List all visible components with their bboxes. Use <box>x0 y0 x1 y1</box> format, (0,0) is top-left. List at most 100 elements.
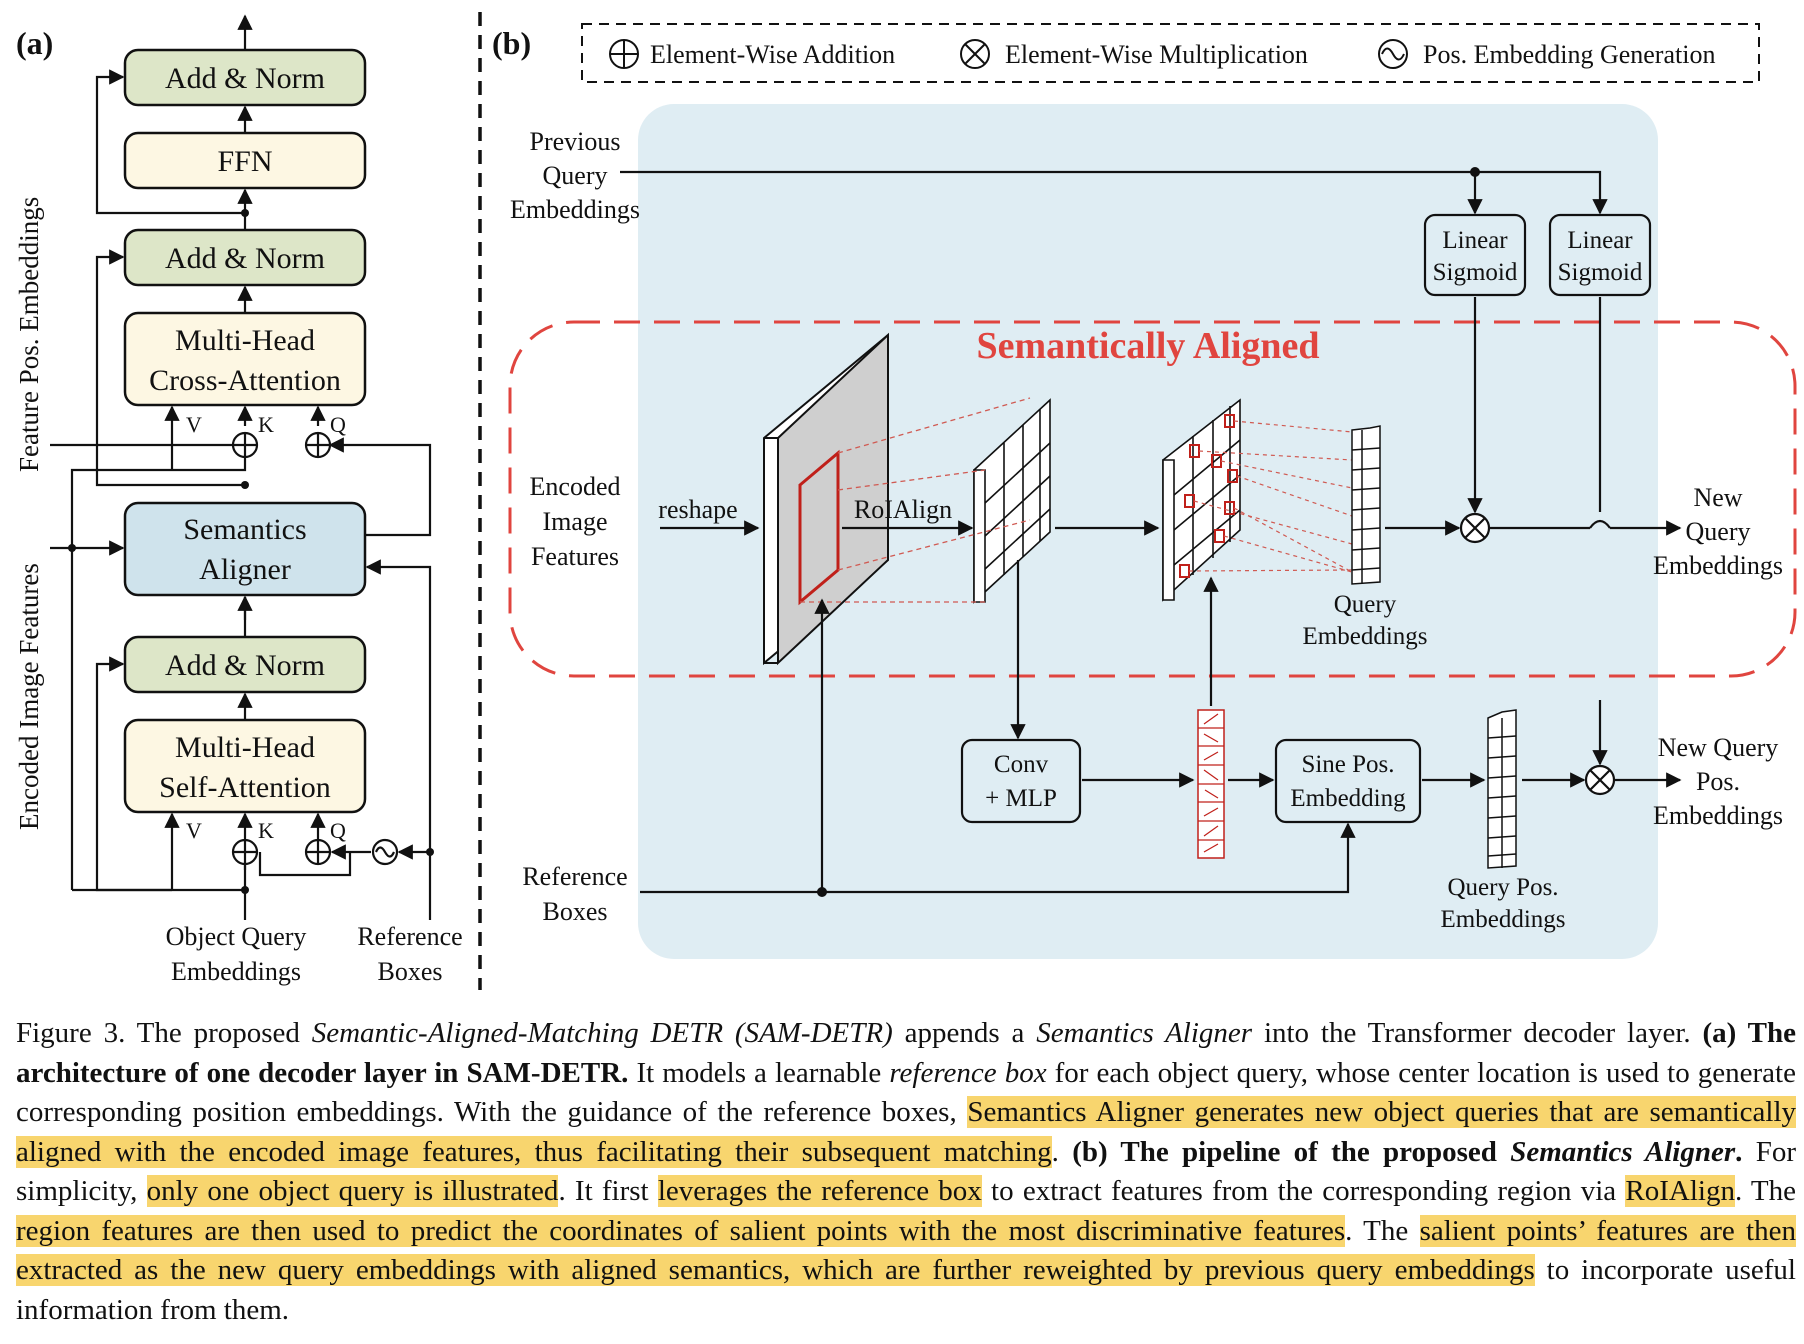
add-norm-mid-label: Add & Norm <box>165 242 325 275</box>
caption-part: . <box>1735 1135 1743 1168</box>
panel-a: (a) Feature Pos. Embeddings Encoded Imag… <box>14 14 463 986</box>
self-attention-label-2: Self-Attention <box>159 771 331 804</box>
sine-pos-embedding-box <box>1274 738 1422 824</box>
caption-part: It models a learnable <box>628 1056 890 1089</box>
caption-highlight: RoIAlign <box>1625 1175 1735 1207</box>
figure-diagram: (a) Feature Pos. Embeddings Encoded Imag… <box>14 12 1797 990</box>
offset-vector <box>1197 709 1225 859</box>
caption-part: for each object query, whose center loca… <box>16 1056 1796 1129</box>
new-query-pos-label-3: Embeddings <box>1653 801 1783 830</box>
side-label-encoded-image: Encoded Image Features <box>14 563 44 830</box>
panel-a-label: (a) <box>16 25 53 61</box>
add-norm-low-label: Add & Norm <box>165 649 325 682</box>
roialign-label: RoIAlign <box>854 495 952 524</box>
sigmoid-label-1: Sigmoid <box>1433 259 1518 286</box>
caption-part: appends a <box>892 1017 1037 1049</box>
reference-input-2: Boxes <box>378 957 443 986</box>
panel-b-connectors <box>620 170 1682 894</box>
pos-generation-icon <box>1378 39 1408 69</box>
reference-input-1: Reference <box>357 922 462 951</box>
self-attention-label-1: Multi-Head <box>175 731 315 764</box>
caption-part: . <box>1051 1135 1073 1168</box>
caption-part: Figure 3. The proposed <box>16 1017 312 1049</box>
previous-query-label-2: Query <box>543 161 608 190</box>
caption-part: . The <box>1345 1214 1420 1247</box>
cross-attention-label-1: Multi-Head <box>175 324 315 357</box>
caption-part: Semantics Aligner <box>1036 1017 1253 1049</box>
cross-q-label: Q <box>330 412 346 437</box>
linear-label-2: Linear <box>1567 227 1633 254</box>
feature-map <box>763 332 889 666</box>
multiplication-icon <box>960 39 990 69</box>
linear-sigmoid-box-1 <box>1423 213 1527 297</box>
side-label-feature-pos: Feature Pos. Embeddings <box>14 197 44 472</box>
sampled-feature-grid <box>1162 398 1241 602</box>
sine-label-2: Embedding <box>1290 785 1406 812</box>
encoded-image-label-2: Image <box>543 507 608 536</box>
self-v-label: V <box>186 818 202 843</box>
panel-a-connectors <box>50 14 432 920</box>
semantically-aligned-label: Semantically Aligned <box>976 325 1319 367</box>
conv-label: Conv <box>994 751 1049 778</box>
cross-attention-label-2: Cross-Attention <box>149 364 341 397</box>
panel-b-label: (b) <box>492 25 531 61</box>
query-embedding-vector <box>1351 425 1381 585</box>
caption-highlight: leverages the reference box <box>657 1175 982 1207</box>
caption-part: . It first <box>558 1175 658 1207</box>
legend-multiplication-label: Element-Wise Multiplication <box>1005 40 1308 69</box>
encoded-image-label-1: Encoded <box>530 472 621 501</box>
caption-part: Semantics Aligner <box>1510 1135 1736 1168</box>
reference-boxes-label-2: Boxes <box>543 897 608 926</box>
self-k-label: K <box>258 818 274 843</box>
linear-sigmoid-box-2 <box>1548 213 1652 297</box>
caption-part: into the Transformer decoder layer. <box>1252 1017 1703 1049</box>
self-q-label: Q <box>330 818 346 843</box>
caption-part: (b) The pipeline of the proposed <box>1072 1135 1511 1168</box>
caption-part: reference box <box>889 1056 1047 1089</box>
legend: Element-Wise Addition Element-Wise Multi… <box>581 23 1760 83</box>
multiply-node-pos <box>1584 764 1616 796</box>
query-pos-vector <box>1487 709 1517 869</box>
encoded-image-label-3: Features <box>531 542 619 571</box>
new-query-label-1: New <box>1693 483 1742 512</box>
roi-feature-grid <box>973 398 1051 604</box>
caption-part: . The <box>1734 1175 1797 1207</box>
caption-part: to extract features from the correspondi… <box>981 1175 1626 1207</box>
new-query-pos-label-1: New Query <box>1658 733 1779 762</box>
semantics-aligner-label-1: Semantics <box>183 513 306 546</box>
semantics-aligner-box <box>123 501 367 597</box>
semantics-aligner-label-2: Aligner <box>199 553 291 586</box>
cross-k-label: K <box>258 412 274 437</box>
multiply-node-query <box>1459 512 1491 544</box>
new-query-pos-label-2: Pos. <box>1696 767 1740 796</box>
reshape-label: reshape <box>658 495 737 524</box>
linear-label-1: Linear <box>1442 227 1508 254</box>
new-query-label-3: Embeddings <box>1653 551 1783 580</box>
query-pos-label-1: Query Pos. <box>1447 874 1558 901</box>
caption-part: to incorporate useful information from t… <box>16 1254 1796 1326</box>
sine-label-1: Sine Pos. <box>1301 751 1394 778</box>
semantically-aligned-region <box>508 320 1797 678</box>
query-embeddings-label-1: Query <box>1334 591 1397 618</box>
caption-highlight: region features are then used to predict… <box>16 1214 1346 1247</box>
previous-query-label-3: Embeddings <box>510 195 640 224</box>
roi-projection-lines <box>800 397 1031 603</box>
caption-part: Semantic-Aligned-Matching DETR (SAM-DETR… <box>311 1017 893 1049</box>
cross-v-label: V <box>186 412 202 437</box>
reference-boxes-label-1: Reference <box>522 862 627 891</box>
caption-highlight: only one object query is illustrated <box>146 1175 559 1207</box>
caption-part: (a) The architecture of one decoder laye… <box>16 1017 1796 1089</box>
object-query-input-2: Embeddings <box>171 957 301 986</box>
legend-addition-label: Element-Wise Addition <box>650 40 895 69</box>
mlp-label: + MLP <box>985 785 1057 812</box>
previous-query-label-1: Previous <box>530 127 621 156</box>
sigmoid-label-2: Sigmoid <box>1558 259 1643 286</box>
new-query-label-2: Query <box>1686 517 1751 546</box>
salient-to-query-lines <box>1188 420 1353 573</box>
panel-b: (b) Element-Wise Addition Element-Wise M… <box>492 23 1797 959</box>
query-pos-label-2: Embeddings <box>1441 906 1566 933</box>
add-norm-top-label: Add & Norm <box>165 62 325 95</box>
conv-mlp-box <box>960 738 1082 824</box>
caption-part: For simplicity, <box>16 1135 1796 1208</box>
object-query-input-1: Object Query <box>166 922 307 951</box>
